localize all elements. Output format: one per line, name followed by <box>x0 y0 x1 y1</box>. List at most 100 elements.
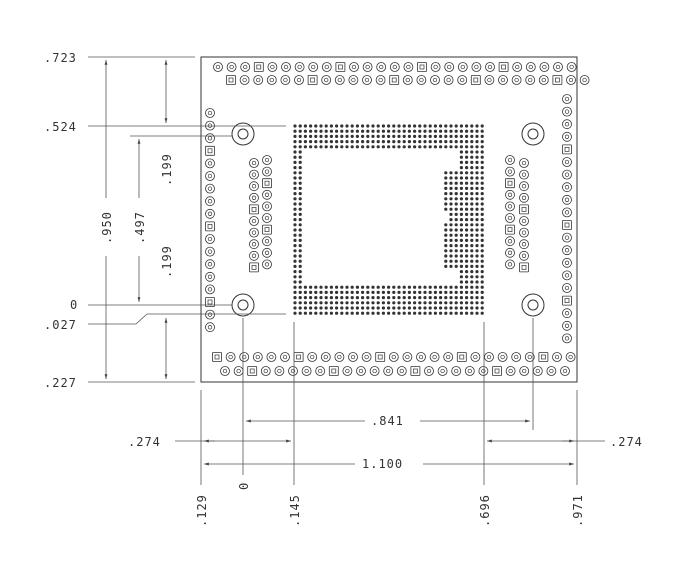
ball-dot <box>319 140 323 144</box>
round-pad <box>553 62 563 72</box>
ball-dot <box>381 140 385 144</box>
ball-dot <box>298 176 302 180</box>
ball-dot <box>459 228 463 232</box>
ball-dot <box>340 124 344 128</box>
ball-dot <box>433 129 437 133</box>
ball-dot <box>475 280 479 284</box>
ball-dot <box>465 124 469 128</box>
ball-dot <box>475 296 479 300</box>
round-pad <box>266 75 277 85</box>
ball-dot <box>459 301 463 305</box>
ball-dot <box>465 186 469 190</box>
ball-dot <box>407 134 411 138</box>
round-pad <box>430 75 440 85</box>
ball-dot <box>418 134 422 138</box>
ball-dot <box>459 145 463 149</box>
ball-dot <box>449 124 453 128</box>
ball-dot <box>444 223 448 227</box>
ball-dot <box>475 228 479 232</box>
ball-dot <box>480 176 484 180</box>
ball-dot <box>475 134 479 138</box>
ball-dot <box>371 134 375 138</box>
ball-dot <box>298 285 302 289</box>
ball-dot <box>470 212 474 216</box>
ball-dot <box>335 129 339 133</box>
ball-dot <box>340 285 344 289</box>
ball-dot <box>345 285 349 289</box>
square-pad <box>562 295 572 306</box>
mounting-hole-bottom-left <box>231 293 255 317</box>
round-pad <box>511 352 522 362</box>
ball-dot <box>340 301 344 305</box>
ball-dot <box>470 290 474 294</box>
round-pad <box>565 352 576 362</box>
ball-dot <box>381 306 385 310</box>
ball-dot <box>475 270 479 274</box>
ball-dot <box>470 244 474 248</box>
ball-dot <box>480 264 484 268</box>
ball-dot <box>459 134 463 138</box>
label-0-bottom: 0 <box>237 482 251 490</box>
ball-dot <box>319 285 323 289</box>
ball-dot <box>309 140 313 144</box>
ball-dot <box>381 296 385 300</box>
ball-dot <box>335 290 339 294</box>
ball-dot <box>423 134 427 138</box>
ball-dot <box>470 155 474 159</box>
label-145: .145 <box>288 494 302 527</box>
round-pad <box>362 62 373 72</box>
round-pad <box>402 352 413 362</box>
ball-dot <box>298 218 302 222</box>
ball-dot <box>475 212 479 216</box>
square-pad <box>505 178 515 189</box>
ball-dot <box>387 134 391 138</box>
ball-dot <box>413 285 417 289</box>
ball-dot <box>329 140 333 144</box>
ball-dot <box>454 301 458 305</box>
ball-dot <box>340 145 344 149</box>
ball-dot <box>293 259 297 263</box>
ball-dot <box>293 129 297 133</box>
ball-dot <box>470 233 474 237</box>
round-pad <box>321 62 332 72</box>
round-pad <box>349 62 359 72</box>
ball-dot <box>397 306 401 310</box>
ball-dot <box>293 176 297 180</box>
ball-dot <box>387 124 391 128</box>
ball-dot <box>433 311 437 315</box>
ball-dot <box>454 296 458 300</box>
ball-dot <box>480 166 484 170</box>
ball-dot <box>376 306 380 310</box>
round-pad <box>562 232 572 243</box>
square-pad <box>249 262 259 273</box>
ball-dot <box>465 259 469 263</box>
ball-dot <box>459 140 463 144</box>
ball-dot <box>444 244 448 248</box>
ball-dot <box>465 176 469 180</box>
square-pad <box>519 262 529 273</box>
ball-dot <box>381 301 385 305</box>
ball-dot <box>355 290 359 294</box>
ball-dot <box>293 233 297 237</box>
ball-dot <box>454 290 458 294</box>
ball-dot <box>335 311 339 315</box>
ball-dot <box>465 311 469 315</box>
round-pad <box>478 366 489 376</box>
ball-dot <box>459 197 463 201</box>
ball-dot <box>366 296 370 300</box>
ball-dot <box>454 233 458 237</box>
round-pad <box>416 75 427 85</box>
round-pad <box>308 62 319 72</box>
ball-dot <box>428 285 432 289</box>
ball-dot <box>444 259 448 263</box>
round-pad <box>205 108 215 118</box>
ball-dot <box>381 134 385 138</box>
round-pad <box>356 366 366 376</box>
ball-dot <box>413 296 417 300</box>
round-pad <box>519 192 529 203</box>
ball-dot <box>397 129 401 133</box>
round-pad <box>519 169 529 180</box>
ball-dot <box>298 244 302 248</box>
ball-dot <box>449 244 453 248</box>
round-pad <box>388 352 399 362</box>
